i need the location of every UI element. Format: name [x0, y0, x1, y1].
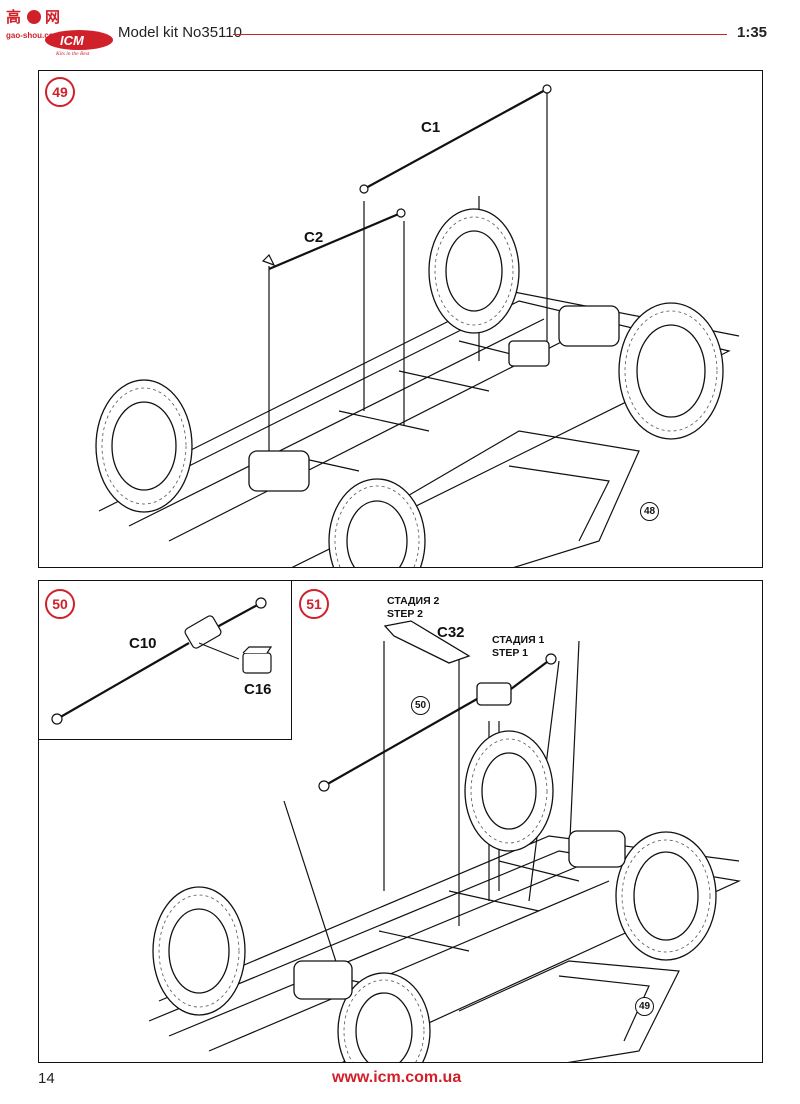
svg-text:高: 高: [6, 8, 21, 26]
part-c1-label: C1: [421, 119, 441, 136]
chassis-drawing-step-51: [148, 620, 742, 1062]
step-51-badge: 51: [299, 589, 329, 619]
chassis-drawing-step-49: [95, 84, 740, 567]
stage-1-label: СТАДИЯ 1 STEP 1: [492, 634, 544, 660]
ref-step-50-badge: 50: [411, 696, 430, 715]
step-51-panel: 51 СТАДИЯ 2 STEP 2 C32 СТАДИЯ 1 STEP 1 5…: [38, 580, 763, 1063]
part-c32-label: C32: [437, 624, 465, 641]
stage-2-ru: СТАДИЯ 2: [387, 595, 440, 607]
stage-2-label: СТАДИЯ 2 STEP 2: [387, 595, 439, 621]
kit-title: Model kit No35110: [118, 24, 242, 41]
stage-2-en: STEP 2: [387, 608, 423, 620]
page-header: 高 网 ICM gao-shou.com Kits in the Best Mo…: [0, 0, 800, 60]
part-c10-label: C10: [129, 635, 157, 652]
step-50-badge: 50: [45, 589, 75, 619]
stage-1-ru: СТАДИЯ 1: [492, 634, 545, 646]
part-c2-label: C2: [304, 229, 324, 246]
icm-logo: 高 网 ICM gao-shou.com Kits in the Best: [4, 6, 114, 57]
svg-text:ICM: ICM: [60, 33, 85, 48]
step-49-panel: 49 C1 C2 48: [38, 70, 763, 568]
ref-step-49-badge: 49: [635, 997, 654, 1016]
page-number: 14: [38, 1070, 55, 1087]
part-c16-label: C16: [244, 681, 272, 698]
header-rule: [233, 34, 727, 35]
svg-text:Kits in the Best: Kits in the Best: [55, 51, 90, 56]
propshaft-drawing-step-50: [51, 597, 273, 725]
scale-label: 1:35: [737, 24, 768, 41]
step-49-badge: 49: [45, 77, 75, 107]
step-50-panel: 50 C10 C16: [38, 580, 292, 740]
svg-text:网: 网: [45, 8, 60, 26]
ref-step-48-badge: 48: [640, 502, 659, 521]
footer-website-link[interactable]: www.icm.com.ua: [332, 1069, 462, 1086]
stage-1-en: STEP 1: [492, 647, 528, 659]
svg-text:gao-shou.com: gao-shou.com: [6, 31, 61, 40]
